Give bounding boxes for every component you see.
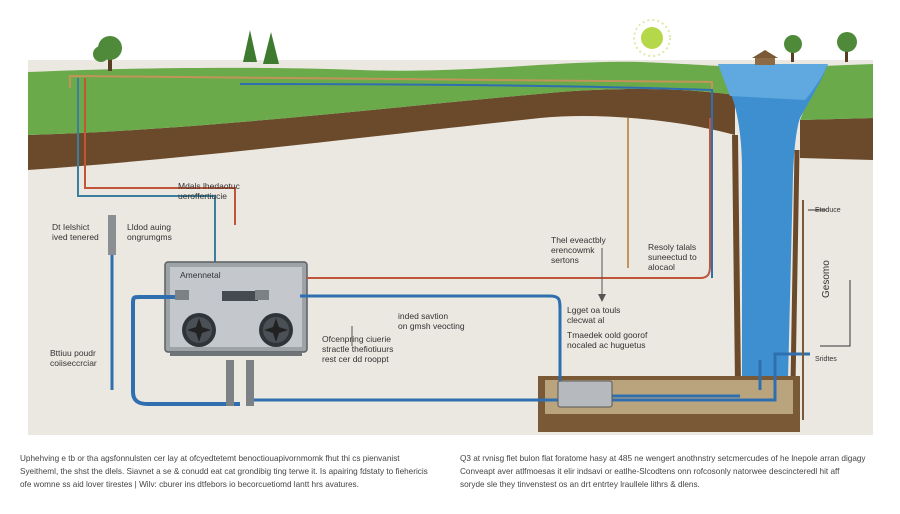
label-line: nocaled ac huguetus (567, 340, 646, 350)
unit-name: Amennetal (180, 270, 221, 280)
lake-water (718, 64, 828, 380)
caption-line: Conveapt aver atlfmoesas it elir indsavi… (460, 467, 840, 476)
label-line: rest cer dd rooppt (322, 354, 389, 364)
label-center-lower: Ofcenpring ciuerie stractle thefiotiuurs… (322, 334, 393, 364)
label-line: clecwat al (567, 315, 605, 325)
label-line: alocaol (648, 262, 675, 272)
geothermal-diagram (28, 19, 873, 435)
label-left-mid: Lldod auing ongrumgms (127, 222, 172, 242)
label-line: coiiseccrciar (50, 358, 97, 368)
fan-icon (182, 313, 216, 347)
label-far-right-bottom: Sridtes (815, 356, 837, 363)
tree-icon (784, 35, 802, 62)
label-line: stractle thefiotiuurs (322, 344, 394, 354)
label-line: Ofcenpring ciuerie (322, 334, 391, 344)
label-line: on gmsh veocting (398, 321, 465, 331)
leader-line (820, 280, 851, 347)
label-line: Tmaedek oold goorof (567, 330, 648, 340)
label-line: ongrumgms (127, 232, 172, 242)
pipe-fitting (255, 290, 269, 300)
caption-line: soryde sle they tinvenstest os an drt en… (460, 480, 700, 489)
well-wall (732, 134, 741, 386)
pipe-fitting (226, 360, 234, 406)
label-right-mid-1: Thel eveactbly erencowmk sertons (551, 235, 606, 265)
pipe-blue-loop-left (131, 295, 240, 406)
ground-tank (557, 380, 613, 408)
label-line: inded savtion (398, 311, 449, 321)
pipe-fitting (108, 215, 116, 255)
label-line: Thel eveactbly (551, 235, 606, 245)
sun-icon (641, 27, 663, 49)
tree-icon (243, 30, 279, 64)
label-line: Lldod auing (127, 222, 171, 232)
label-line: ueroffertiucie (178, 191, 227, 201)
label-line: sertons (551, 255, 579, 265)
caption-line: Syeitheml, the shst the dlels. Siavnet a… (20, 467, 428, 476)
fan-icon (259, 313, 293, 347)
pipe-fitting (246, 360, 254, 406)
pipe-blue-surface (239, 83, 713, 278)
pipe-teal-left (77, 78, 216, 262)
caption-line: ofe womne ss aid lover tirestes | Wilv: … (20, 480, 359, 489)
soil-layer-right (800, 118, 873, 160)
label-right-mid-2: Resoly talals suneectud to alocaol (648, 242, 697, 272)
caption-left: Uphehving e tb or tha agsfonnulsten cer … (20, 452, 450, 491)
label-line: Bttiuu poudr (50, 348, 96, 358)
pipe-red-main (307, 118, 711, 279)
soil-layer (28, 88, 735, 170)
label-far-right-small: Etoduce (815, 207, 841, 214)
pipe-well-right (600, 352, 810, 402)
pipe-red-left (84, 78, 236, 225)
label-line: Dt Ielshict (52, 222, 90, 232)
label-left-lower: Bttiuu poudr coiiseccrciar (50, 348, 97, 368)
tree-icon (93, 36, 122, 71)
sun-glow (633, 19, 671, 57)
label-top-center: Mdals lhedaotuc ueroffertiucie (178, 181, 240, 201)
pipe-fitting (175, 290, 189, 300)
label-line: Mdals lhedaotuc (178, 181, 240, 191)
caption-right: Q3 at rvnisg flet bulon flat foratome ha… (460, 452, 880, 491)
label-line: Lgget oa touls (567, 305, 621, 315)
label-line: ived tenered (52, 232, 99, 242)
caption-line: Uphehving e tb or tha agsfonnulsten cer … (20, 454, 400, 463)
pipe-blue-main (300, 294, 740, 398)
arrow-down-icon (598, 294, 606, 302)
lake-surface (718, 64, 828, 100)
label-line: erencowmk (551, 245, 595, 255)
caption-line: Q3 at rvnisg flet bulon flat foratome ha… (460, 454, 866, 463)
label-line: suneectud to (648, 252, 697, 262)
label-far-right-vertical: Gesomo (821, 260, 832, 298)
label-line: Resoly talals (648, 242, 697, 252)
label-right-lower-2: Tmaedek oold goorof nocaled ac huguetus (567, 330, 647, 350)
label-left-upper: Dt Ielshict ived tenered (52, 222, 99, 242)
house-icon (752, 50, 778, 65)
label-right-lower-1: Lgget oa touls clecwat al (567, 305, 620, 325)
label-center-upper: inded savtion on gmsh veocting (398, 311, 465, 331)
well-wall-right (790, 149, 800, 386)
tree-icon (837, 32, 857, 62)
